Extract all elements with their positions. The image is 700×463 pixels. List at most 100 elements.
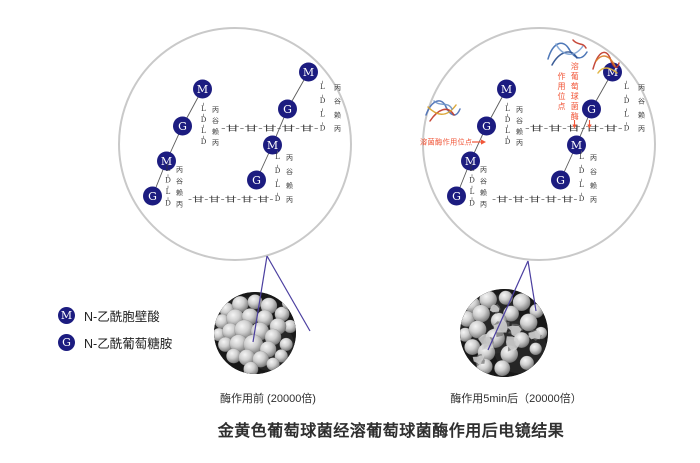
nag-symbol-icon: G [58, 334, 75, 351]
nag-node: G [582, 99, 601, 119]
svg-text:丙: 丙 [516, 139, 523, 147]
svg-text:M: M [161, 155, 172, 168]
svg-text:谷: 谷 [176, 176, 183, 185]
lysostaphin-enzyme-label-char: 萄 [571, 81, 579, 91]
svg-text:M: M [303, 66, 314, 79]
svg-text:赖: 赖 [176, 188, 183, 197]
lysostaphin-enzyme-label-char: 酶 [571, 111, 579, 121]
svg-text:丙: 丙 [638, 125, 645, 133]
bacteria-cluster-image [214, 292, 296, 374]
lysostaphin-site-label-char: 作 [558, 71, 566, 81]
svg-text:D: D [505, 116, 511, 124]
svg-text:M: M [465, 155, 476, 168]
legend-item: M N-乙酰胞壁酸 [58, 306, 172, 325]
svg-text:赖: 赖 [286, 181, 293, 190]
glycan-chain: M G M G [551, 62, 622, 190]
svg-text:G: G [178, 120, 187, 133]
svg-text:丙: 丙 [590, 196, 597, 204]
nam-node: M [461, 151, 480, 171]
svg-text:M: M [607, 66, 618, 79]
figure-title: 金黄色葡萄球菌经溶葡萄球菌酶作用后电镜结果 [217, 423, 565, 440]
svg-text:L: L [320, 83, 325, 91]
svg-text:M: M [571, 139, 582, 152]
svg-text:L: L [470, 188, 475, 196]
svg-text:丙: 丙 [590, 154, 597, 162]
svg-text:L: L [320, 111, 325, 119]
nam-node: M [263, 135, 282, 155]
svg-text:赖: 赖 [590, 181, 597, 190]
svg-text:G: G [148, 190, 157, 203]
svg-text:丙: 丙 [516, 106, 523, 114]
svg-text:赖: 赖 [480, 188, 487, 197]
svg-text:D: D [505, 138, 511, 146]
svg-text:L: L [166, 188, 171, 196]
svg-text:D: D [201, 116, 207, 124]
em-micrograph-after [460, 289, 548, 377]
svg-text:谷: 谷 [286, 167, 293, 176]
svg-text:赖: 赖 [212, 127, 219, 136]
legend-label: N-乙酰葡萄糖胺 [84, 337, 173, 351]
svg-text:赖: 赖 [638, 110, 645, 119]
svg-text:丙: 丙 [480, 200, 487, 208]
svg-text:丙: 丙 [176, 166, 183, 174]
svg-text:谷: 谷 [590, 167, 597, 176]
svg-text:L: L [201, 127, 206, 135]
nam-node: M [567, 135, 586, 155]
svg-text:D: D [624, 124, 630, 132]
nam-node: M [193, 79, 212, 99]
svg-text:谷: 谷 [334, 97, 341, 106]
bacteria-cluster-image [460, 289, 548, 377]
lysostaphin-site-label-char: 用 [558, 82, 566, 91]
svg-text:谷: 谷 [638, 97, 645, 106]
em-micrograph-before [214, 292, 296, 374]
legend-item: G N-乙酰葡萄糖胺 [58, 333, 172, 352]
svg-text:M: M [197, 83, 208, 96]
svg-text:丙: 丙 [212, 106, 219, 114]
svg-text:丙: 丙 [176, 200, 183, 208]
glycan-chain: M G M G [447, 79, 516, 206]
pentaglycine-bridge: -甘-甘-甘-甘-甘- [188, 195, 275, 204]
svg-text:D: D [201, 138, 207, 146]
micrograph-caption-after: 酶作用5min后（20000倍） [450, 393, 582, 405]
svg-text:谷: 谷 [516, 116, 523, 125]
svg-text:D: D [275, 167, 281, 175]
svg-text:L: L [624, 111, 629, 119]
lysostaphin-enzyme-label-char: 葡 [571, 71, 579, 81]
svg-text:M: M [501, 83, 512, 96]
lysozyme-site-annotation: 溶菌酶作用位点 [420, 100, 486, 147]
svg-text:D: D [165, 200, 171, 208]
svg-text:L: L [579, 153, 584, 161]
svg-text:L: L [624, 83, 629, 91]
svg-text:D: D [624, 97, 630, 105]
svg-text:D: D [320, 124, 326, 132]
svg-text:G: G [452, 190, 461, 203]
svg-text:D: D [579, 167, 585, 175]
nag-node: G [477, 116, 496, 136]
svg-text:丙: 丙 [334, 125, 341, 133]
svg-text:G: G [556, 174, 565, 187]
lysostaphin-structure-icon [547, 39, 620, 74]
lysostaphin-site-label-char: 位 [558, 91, 566, 101]
lysozyme-structure-icon [425, 100, 461, 122]
svg-text:谷: 谷 [480, 176, 487, 185]
lysostaphin-site-label-char: 点 [558, 102, 566, 111]
svg-text:赖: 赖 [334, 110, 341, 119]
svg-text:谷: 谷 [212, 116, 219, 125]
lysostaphin-enzyme-label-char: 溶 [571, 61, 579, 71]
svg-text:丙: 丙 [212, 139, 219, 147]
em-image-after [460, 289, 548, 377]
nag-node: G [143, 186, 162, 206]
